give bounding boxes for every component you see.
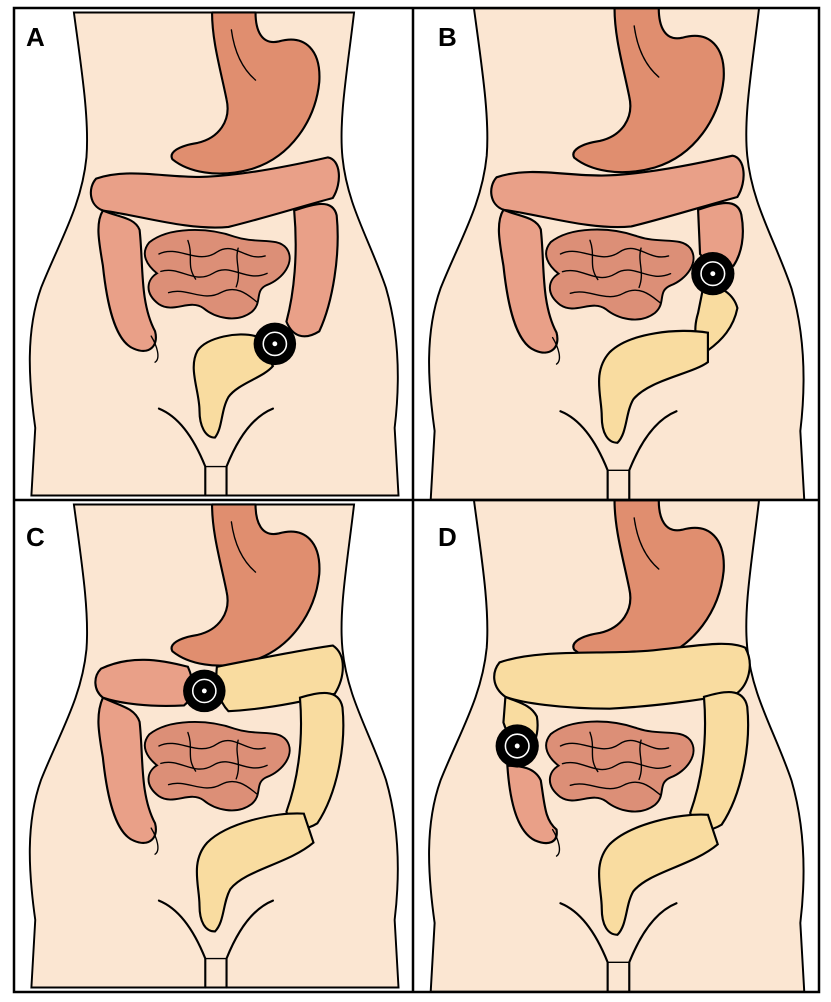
sigmoid-colon — [192, 333, 275, 439]
ascending-colon — [97, 696, 157, 844]
transverse-colon-proximal — [94, 658, 194, 707]
descending-colon-dilated — [285, 692, 345, 830]
panel-label-c: C — [26, 522, 45, 552]
ascending-colon — [97, 209, 157, 352]
panel-label-a: A — [26, 22, 45, 52]
panel-d: D — [427, 500, 806, 992]
sigmoid-colon — [597, 813, 720, 936]
descending-colon — [285, 202, 339, 338]
transverse-colon — [89, 156, 340, 229]
panel-b: B — [427, 8, 806, 500]
ascending-colon — [497, 208, 559, 354]
panel-label-b: B — [438, 22, 457, 52]
sigmoid-colon — [195, 812, 315, 933]
ascending-colon-lower — [506, 764, 558, 845]
panel-a: A — [14, 8, 413, 500]
panel-borders — [12, 6, 821, 994]
transverse-colon — [490, 154, 745, 229]
panel-label-d: D — [438, 522, 457, 552]
panel-c: C — [26, 503, 400, 989]
descending-colon-dilated — [689, 691, 750, 831]
sigmoid-colon — [597, 329, 709, 444]
